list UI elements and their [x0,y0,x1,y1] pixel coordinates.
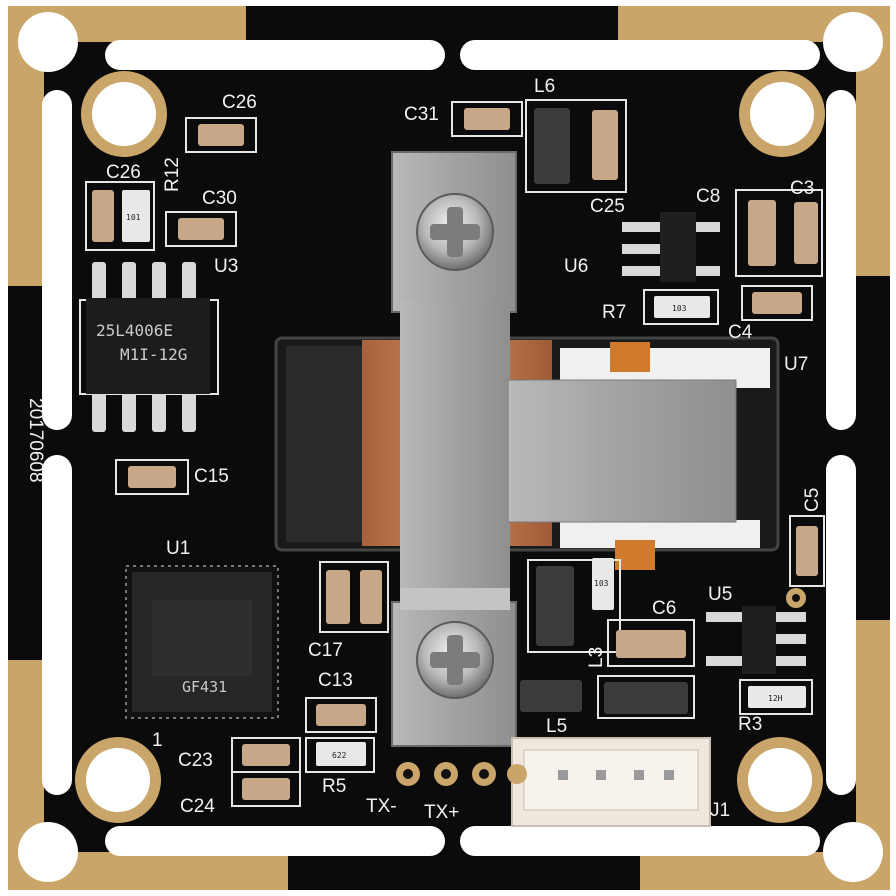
resistor-code-r3: 12H [768,694,783,703]
label-j1: J1 [710,800,730,821]
label-date-code: 20170608 [25,398,46,483]
flash-chip-line2: M1I-12G [120,345,187,364]
processor-chip-u1: GF431 [125,565,279,719]
test-pads [396,588,806,786]
corner-holes [18,12,883,882]
metal-bracket [391,151,737,747]
label-u1: U1 [166,538,190,559]
label-c5: C5 [802,488,823,512]
flash-chip-u3: 25L4006E M1I-12G [79,262,219,432]
label-c3: C3 [790,178,814,199]
label-c17: C17 [308,640,343,661]
label-c31: C31 [404,104,439,125]
screw-bottom [416,621,494,699]
label-r7: R7 [602,302,626,323]
label-c4: C4 [728,322,753,343]
label-c25: C25 [590,196,625,217]
label-c26-top: C26 [222,92,257,113]
label-u5: U5 [708,584,732,605]
silkscreen-labels: C26 C26 R12 C30 U3 C31 L6 C25 C8 C3 U6 R… [25,76,823,823]
resistor-code-mid: 103 [594,579,609,588]
label-c26-left: C26 [106,162,141,183]
label-c13: C13 [318,670,353,691]
label-r5: R5 [322,776,346,797]
label-c6: C6 [652,598,676,619]
connector-j1 [511,737,711,827]
screw-top [416,193,494,271]
label-r3: R3 [738,714,762,735]
label-c15: C15 [194,466,229,487]
regulator-u5 [706,606,806,674]
label-c30: C30 [202,188,237,209]
label-u3: U3 [214,256,238,277]
resistor-code-r7: 103 [672,304,687,313]
resistor-code-r12: 101 [126,213,141,222]
label-tx-plus: TX+ [424,802,459,823]
label-tx-minus: TX- [366,796,397,817]
label-l6: L6 [534,76,555,97]
plated-mount-holes [75,71,825,823]
label-u7: U7 [784,354,808,375]
label-c23: C23 [178,750,213,771]
label-l5: L5 [546,716,567,737]
label-u6: U6 [564,256,588,277]
processor-chip-marking: GF431 [182,678,227,696]
label-r12: R12 [162,157,183,192]
smd-components: 101 103 103 12H 622 [85,99,825,807]
label-c24: C24 [180,796,215,817]
regulator-u6 [622,212,720,282]
label-pin1: 1 [152,730,163,751]
flash-chip-line1: 25L4006E [96,321,173,340]
edge-slots [42,40,856,856]
label-c8: C8 [696,186,720,207]
resistor-code-r5: 622 [332,751,347,760]
label-l3: L3 [586,647,607,668]
